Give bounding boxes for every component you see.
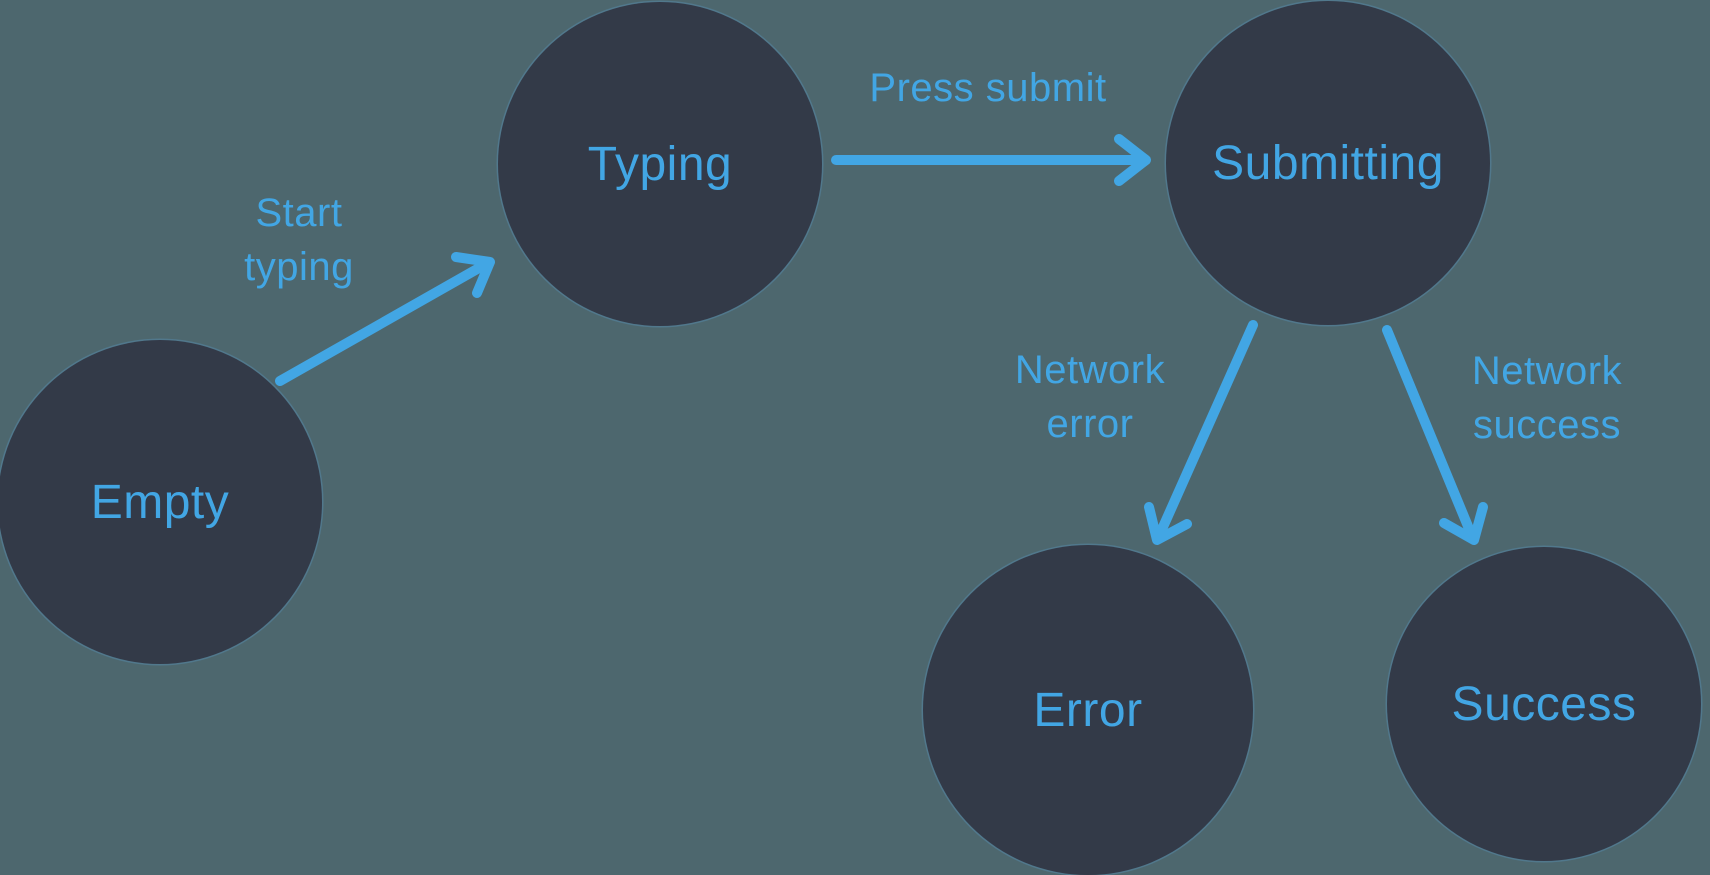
edge-label-network-error: Network error (1015, 343, 1165, 451)
edge-label-start-typing: Start typing (244, 186, 354, 294)
state-label-error: Error (1033, 683, 1143, 737)
edge-label-press-submit: Press submit (869, 61, 1106, 115)
arrow-head-icon (451, 252, 495, 298)
state-label-submitting: Submitting (1212, 136, 1444, 190)
edge-label-network-success: Network success (1472, 344, 1622, 452)
state-label-typing: Typing (587, 137, 733, 191)
state-node-empty: Empty (0, 340, 322, 664)
edge-label-line: Start (255, 191, 343, 235)
state-node-submitting: Submitting (1166, 1, 1490, 325)
state-label-success: Success (1451, 677, 1637, 731)
edge-arrow-press-submit (831, 134, 1151, 186)
edge-label-line: Press submit (869, 66, 1107, 110)
arrow-head-icon (1439, 502, 1488, 545)
edge-label-line: success (1472, 403, 1621, 447)
state-node-typing: Typing (498, 2, 822, 326)
arrow-head-icon (1144, 502, 1192, 545)
edge-label-line: Network (1471, 349, 1623, 393)
edge-label-line: error (1046, 402, 1134, 446)
edge-label-line: typing (244, 245, 354, 289)
edge-arrow-network-success (1382, 325, 1488, 545)
arrow-shaft (1382, 325, 1477, 541)
state-node-success: Success (1387, 547, 1701, 861)
state-node-error: Error (923, 545, 1253, 875)
edge-label-line: Network (1014, 348, 1166, 392)
state-label-empty: Empty (90, 475, 230, 529)
arrow-shaft (1154, 320, 1258, 541)
arrow-head-icon (1114, 134, 1151, 186)
